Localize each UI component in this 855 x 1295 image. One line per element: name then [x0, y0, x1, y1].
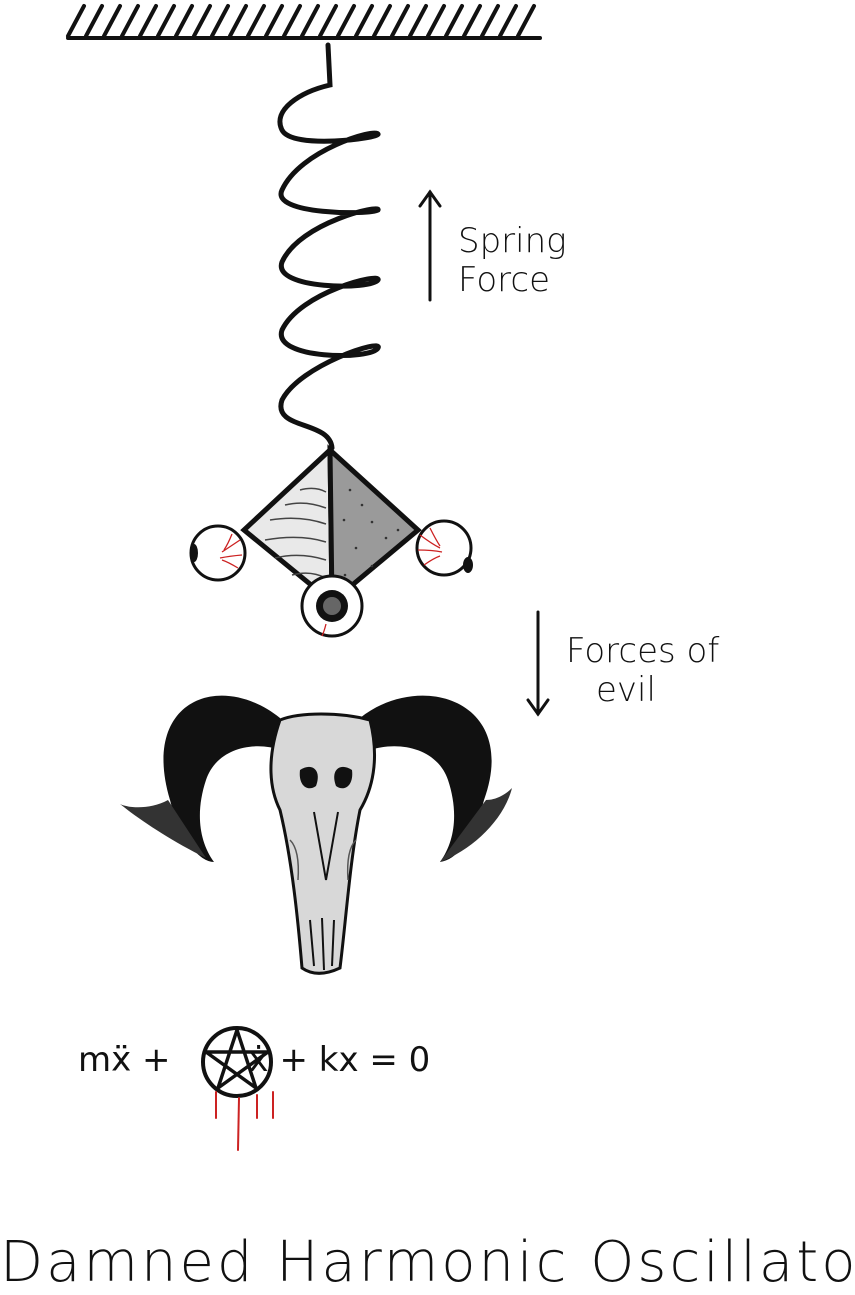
page-title: Damned Harmonic Oscillator	[0, 1230, 855, 1295]
bottom-eyeball-icon	[300, 574, 364, 638]
ceiling-hatch-mark	[156, 4, 176, 38]
ceiling-hatch-mark	[516, 4, 536, 38]
ceiling-hatch-mark	[372, 4, 392, 38]
ceiling-hatch-mark	[66, 4, 86, 38]
spring-force-line2: Force	[458, 260, 550, 301]
ceiling-hatch-mark	[336, 4, 356, 38]
equation-rest-terms: ẋ + kx = 0	[248, 1040, 431, 1080]
evil-force-arrow	[526, 610, 550, 717]
equation-of-motion: mẍ + ẋ + kx = 0	[78, 1040, 430, 1080]
right-eyeball-icon	[415, 519, 473, 577]
equation-mass-term: mẍ +	[78, 1040, 171, 1080]
left-eyeball-icon	[189, 524, 247, 582]
ceiling-hatch-mark	[138, 4, 158, 38]
ceiling-hatch-mark	[120, 4, 140, 38]
ceiling-hatch-mark	[354, 4, 374, 38]
spring-force-arrow	[418, 189, 442, 302]
evil-force-label: Forces of evil	[566, 631, 720, 711]
ceiling-hatch-mark	[282, 4, 302, 38]
spring-force-line1: Spring	[458, 221, 567, 261]
ceiling-hatch-mark	[498, 4, 518, 38]
ceiling-hatch-mark	[210, 4, 230, 38]
ceiling-hatch-mark	[84, 4, 104, 38]
ceiling-hatch-mark	[264, 4, 284, 38]
ceiling-hatch-mark	[480, 4, 500, 38]
ceiling-hatch-mark	[318, 4, 338, 38]
ceiling-hatch-mark	[426, 4, 446, 38]
ceiling-hatch-mark	[408, 4, 428, 38]
evil-force-line2: evil	[596, 670, 656, 711]
ceiling-support	[66, 4, 542, 40]
ceiling-hatch-mark	[174, 4, 194, 38]
ceiling-hatch-mark	[246, 4, 266, 38]
spring-force-label: Spring Force	[458, 221, 567, 301]
spring-coil	[277, 42, 381, 451]
ceiling-hatch-mark	[444, 4, 464, 38]
pentagram-icon	[201, 1026, 274, 1151]
ceiling-hatch-mark	[228, 4, 248, 38]
ram-skull-icon	[120, 695, 512, 975]
ceiling-hatch-mark	[300, 4, 320, 38]
evil-force-line1: Forces of	[566, 631, 720, 671]
ceiling-hatch-mark	[390, 4, 410, 38]
ceiling-hatch-mark	[192, 4, 212, 38]
ceiling-hatch-mark	[102, 4, 122, 38]
ceiling-hatch-mark	[462, 4, 482, 38]
